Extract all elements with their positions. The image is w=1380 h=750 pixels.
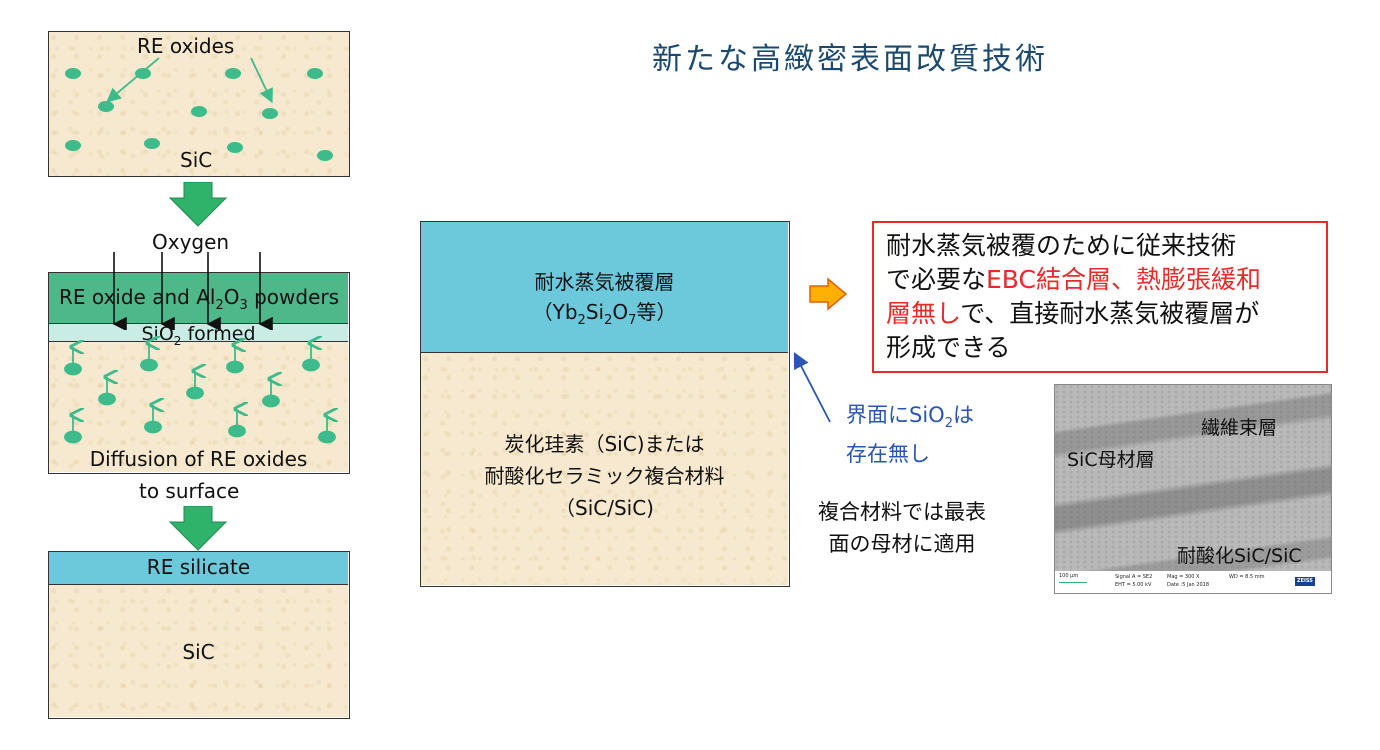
callout-line1: 耐水蒸気被覆のために従来技術	[886, 231, 1237, 260]
callout-line4: 形成できる	[886, 333, 1011, 362]
matrix-layer-label: SiC母材層	[1067, 449, 1155, 471]
benefit-callout: 耐水蒸気被覆のために従来技術 で必要なEBC結合層、熱膨張緩和 層無しで、直接耐…	[872, 221, 1328, 373]
re-oxide-particle	[225, 68, 241, 79]
callout-line2: で必要なEBC結合層、熱膨張緩和	[886, 265, 1261, 294]
initial-sic-box: RE oxides SiC	[48, 31, 350, 177]
substrate-line2: 耐酸化セラミック複合材料	[484, 464, 725, 488]
interface-note: 界面にSiO2は 存在無し	[846, 403, 974, 467]
re-oxide-particle	[317, 150, 333, 161]
sem-info-bar: 100 µm Signal A = SE2 EHT = 5.00 kV Mag …	[1055, 571, 1331, 593]
coating-cross-section: 耐水蒸気被覆層 （Yb2Si2O7等） 炭化珪素（SiC)または 耐酸化セラミッ…	[420, 221, 790, 587]
diffusion-label: Diffusion of RE oxides	[89, 447, 308, 471]
re-oxides-label: RE oxides	[137, 34, 235, 58]
substrate-layer	[421, 353, 788, 585]
oxidation-box: RE oxide and Al2O3 powders SiO2 formed D…	[48, 272, 350, 474]
coating-formula: （Yb2Si2O7等）	[532, 300, 677, 328]
pointer-arrows	[106, 57, 273, 104]
sem-micrograph: 繊維束層 SiC母材層 耐酸化SiC/SiC 100 µm Signal A =…	[1054, 384, 1332, 594]
substrate-line3: （SiC/SiC)	[555, 496, 654, 520]
page-title: 新たな高緻密表面改質技術	[652, 42, 1048, 77]
re-oxide-particle	[191, 106, 207, 117]
sic-diffusion-zone	[49, 342, 348, 472]
re-oxide-particle	[65, 68, 81, 79]
composite-note: 複合材料では最表 面の母材に適用	[818, 500, 986, 556]
re-silicate-label: RE silicate	[146, 555, 251, 579]
oxidation-resistant-label: 耐酸化SiC/SiC	[1177, 545, 1302, 567]
interface-pointer-arrow	[793, 352, 831, 423]
substrate-line1: 炭化珪素（SiC)または	[504, 432, 705, 456]
re-oxide-particle	[307, 68, 323, 79]
re-oxide-particle	[144, 138, 160, 149]
zeiss-logo: ZEISS	[1295, 577, 1315, 586]
sic-substrate	[49, 585, 348, 717]
powders-label: RE oxide and Al2O3 powders	[58, 285, 340, 313]
coating-layer	[421, 222, 788, 353]
fiber-bundle-label: 繊維束層	[1201, 417, 1278, 439]
powder-layer	[49, 273, 348, 324]
re-oxide-particle	[135, 68, 151, 79]
orange-arrow-icon	[809, 277, 848, 311]
re-oxide-particle	[65, 140, 81, 151]
callout-line3: 層無しで、直接耐水蒸気被覆層が	[886, 299, 1260, 328]
re-oxide-particle	[98, 101, 114, 112]
oxygen-label: Oxygen	[152, 230, 230, 254]
rising-particles	[64, 273, 349, 444]
micrograph-image	[1055, 385, 1331, 571]
to-surface-label: to surface	[139, 479, 240, 503]
process-arrow-icon	[168, 506, 228, 551]
final-silicate-box: RE silicate SiC	[48, 551, 350, 719]
re-oxide-particle	[227, 142, 243, 153]
oxygen-arrows	[112, 252, 273, 330]
scale-bar	[1059, 582, 1087, 583]
sic-label-top: SiC	[180, 148, 213, 172]
coating-label: 耐水蒸気被覆層	[534, 270, 675, 294]
silicate-layer	[49, 552, 348, 585]
re-oxide-particle	[262, 108, 278, 119]
process-arrow-icon	[168, 182, 228, 227]
sic-label-bottom: SiC	[182, 640, 215, 664]
